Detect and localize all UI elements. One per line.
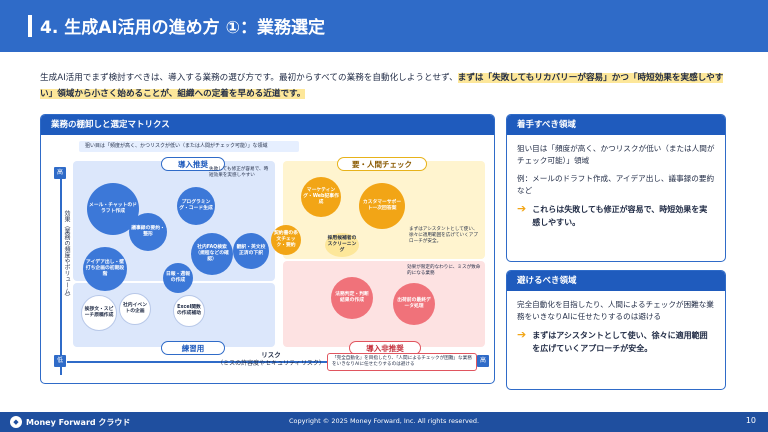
header-accent-bar [28,15,32,37]
slide-header: 4. 生成AI活用の進め方 ①：業務選定 [0,0,768,52]
bubble-resume: 採用候補者のスクリーニング [325,233,359,257]
card-start-point: ➔ これらは失敗しても修正が容易で、時短効果を実感しやすい。 [517,203,715,229]
aim-tag: 狙い目は「頻度が高く、かつリスクが低い（または人間がチェック可能）」な領域 [79,141,299,152]
matrix-title: 業務の棚卸しと選定マトリクス [41,115,494,135]
x-axis-label: リスク （ミスの許容度やセキュリティリスク） [211,351,331,368]
intro-note: 失敗しても修正が容易で、時短効果を実感しやすい [209,167,269,178]
quadrant-practice-label: 練習用 [161,341,225,355]
no-note: 効果が限定的なわりに、ミスが致命的になる業務 [407,265,481,276]
check-note: まずはアシスタントとして使い、徐々に適用範囲を広げていくアプローチが安全。 [409,227,478,244]
brand-logo-icon: ◆ [10,416,22,428]
intro-part1: 生成AI活用でまず検討すべきは、導入する業務の選び方です。最初からすべての業務を… [40,73,458,83]
page-number: 10 [745,416,756,425]
bubble-marketing: マーケティング・Web記事作成 [301,177,341,217]
bubble-program: プログラミング・コード生成 [177,187,215,225]
x-note: 「完全自動化」を目指したり、「人間によるチェックが困難」な業務をいきなりAIに任… [327,353,477,371]
y-axis-label: 効果（業務の頻度やボリューム） [63,210,70,300]
x-axis [67,361,489,363]
bubble-idea: アイデア出し・壁打ち企画の初期段階 [83,247,127,291]
bubble-translate: 翻訳・英文校正済の下訳 [233,233,269,269]
intro-text: 生成AI活用でまず検討すべきは、導入する業務の選び方です。最初からすべての業務を… [40,70,730,102]
card-avoid-text1: 完全自動化を目指したり、人間によるチェックが困難な業務をいきなりAIに任せたりす… [517,300,714,321]
bubble-greeting: 挨拶文・スピーチ原稿作成 [81,295,117,331]
card-avoid: 避けるべき領域 完全自動化を目指したり、人間によるチェックが困難な業務をいきなり… [506,270,726,390]
brand-name: Money Forward クラウド [26,417,131,427]
bubble-minutes: 議事録の要約・整形 [129,213,167,251]
quadrant-no [283,261,485,347]
card-avoid-title: 避けるべき領域 [507,271,725,291]
card-avoid-point-text: まずはアシスタントとして使い、徐々に適用範囲を広げていくアプローチが安全。 [532,331,708,353]
quadrant-intro-label: 導入推奨 [161,157,225,171]
bubble-support: カスタマーサポート一次回答案 [359,183,405,229]
bubble-faq: 社内FAQ検索（規程などの確認） [191,233,233,275]
x-high-chip: 高 [477,355,489,367]
bubble-event: 社内イベントの企画 [119,293,151,325]
x-axis-subtitle: （ミスの許容度やセキュリティリスク） [217,360,325,367]
y-low-chip: 低 [54,355,66,367]
bubble-contract: 契約書の条文チェック・要約 [271,225,301,255]
bubble-legal: 法務判定・判断結果の作成 [331,277,373,319]
card-start: 着手すべき領域 狙い目は「頻度が高く、かつリスクが低い（または人間がチェック可能… [506,114,726,262]
y-axis [55,175,65,375]
slide-title: 4. 生成AI活用の進め方 ①：業務選定 [40,18,325,38]
card-start-text2: 例：メールのドラフト作成、アイデア出し、議事録の要約など [517,174,715,195]
x-axis-title: リスク [261,351,281,359]
quadrant-check-label: 要・人間チェック [337,157,427,171]
card-avoid-point: ➔ まずはアシスタントとして使い、徐々に適用範囲を広げていくアプローチが安全。 [517,329,715,355]
card-start-point-text: これらは失敗しても修正が容易で、時短効果を実感しやすい。 [532,205,708,227]
bubble-schedule: 日報・週報の作成 [163,263,193,293]
copyright: Copyright © 2025 Money Forward, Inc. All… [288,417,480,425]
card-start-title: 着手すべき領域 [507,115,725,135]
footer: ◆ Money Forward クラウド Copyright © 2025 Mo… [0,412,768,432]
bubble-client: 出荷前の最終データ処理 [393,283,435,325]
arrow-icon: ➔ [517,328,527,341]
arrow-icon: ➔ [517,202,527,215]
footer-brand: ◆ Money Forward クラウド [10,416,130,428]
matrix-panel: 業務の棚卸しと選定マトリクス 狙い目は「頻度が高く、かつリスクが低い（または人間… [40,114,495,384]
bubble-excel: Excel関数の作成補助 [173,295,205,327]
y-high-chip: 高 [54,167,66,179]
card-start-text1: 狙い目は「頻度が高く、かつリスクが低い（または人間がチェック可能）」領域 [517,144,715,165]
y-axis-line [60,179,62,375]
